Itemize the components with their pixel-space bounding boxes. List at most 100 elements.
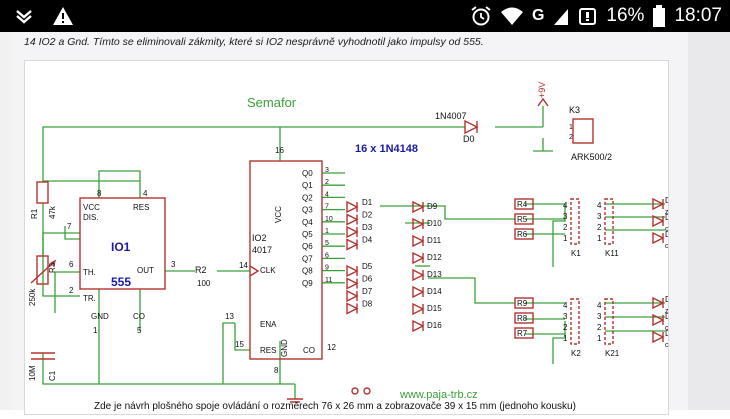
connector-pin-num: 3 xyxy=(597,212,602,221)
r3-wiper xyxy=(30,259,57,284)
connector-pin-num: 1 xyxy=(597,334,602,343)
ic2-output-label: Q8 xyxy=(302,267,313,276)
ic1-pin-dis: DIS. xyxy=(83,213,99,222)
diode-left-D6-symbol xyxy=(346,277,359,290)
ic2-name: IO2 xyxy=(252,233,267,243)
ic2-pin-ena: ENA xyxy=(260,320,277,329)
resistor-label: R8 xyxy=(517,314,528,323)
ic2-pin-clk: CLK xyxy=(260,266,276,275)
ic1-pin-res: RES xyxy=(133,203,149,212)
d0-name: D0 xyxy=(463,134,475,144)
diode-left-label: D6 xyxy=(362,275,373,284)
diode-right-label: D12 xyxy=(427,253,442,262)
chevron-down-icon[interactable] xyxy=(14,6,34,26)
website-label: www.paja-trb.cz xyxy=(399,389,478,401)
connector-pin-num: 2 xyxy=(563,323,568,332)
diode-right-label: D9 xyxy=(427,202,438,211)
intro-text: 14 IO2 a Gnd. Tímto se eliminovali zákmi… xyxy=(24,36,484,48)
diode-right-D9-symbol xyxy=(412,200,425,214)
diode-left-D4-symbol xyxy=(346,238,359,251)
ic1-pin-num: 2 xyxy=(69,286,74,295)
diode-right-D12-symbol xyxy=(412,251,425,265)
diode-right-label: D14 xyxy=(427,287,442,296)
resistor-R8 xyxy=(514,312,534,324)
connector-label: K2 xyxy=(571,349,581,358)
warning-icon[interactable] xyxy=(52,6,74,26)
diode-left-D3-symbol xyxy=(346,225,359,239)
r2-name: R2 xyxy=(195,265,207,275)
diode-right-label: D15 xyxy=(427,304,442,313)
r1-body xyxy=(36,181,49,204)
notification-icon xyxy=(579,8,597,25)
c1-value: 10M xyxy=(28,365,37,381)
ic1-pin-num: 7 xyxy=(67,222,72,231)
ic1-pin-th: TH. xyxy=(83,268,96,277)
led-D19 xyxy=(652,231,665,245)
k3-name: K3 xyxy=(569,105,580,115)
r1-value: 47k xyxy=(48,205,57,219)
r3-name: R3 xyxy=(48,262,57,273)
resistor-R7 xyxy=(514,327,534,339)
connector-pin-num: 1 xyxy=(563,334,568,343)
ic2-pin-num: 14 xyxy=(239,261,248,270)
diode-right-D11-symbol xyxy=(412,234,425,248)
diode-right-D14-symbol xyxy=(412,285,425,299)
connector-k1 xyxy=(570,198,580,245)
ic1-type: 555 xyxy=(111,275,131,289)
clock: 18:07 xyxy=(674,5,722,26)
connector-pin-num: 1 xyxy=(597,234,602,243)
r3-value: 250k xyxy=(28,288,37,306)
diode-left-label: D5 xyxy=(362,262,373,271)
ic2-output-label: Q5 xyxy=(302,230,313,239)
diode-right-label: D10 xyxy=(427,219,442,228)
logo-dot xyxy=(363,387,371,395)
ic2-output-label: Q1 xyxy=(302,181,313,190)
ic1-pin-num: 3 xyxy=(171,260,176,269)
ic2-type: 4017 xyxy=(252,245,272,255)
connector-pin-num: 2 xyxy=(597,223,602,232)
r3-body xyxy=(36,255,49,285)
ic1-pin-vcc: VCC xyxy=(83,203,100,212)
diode-right-D10-symbol xyxy=(412,217,425,231)
ic2-output-label: Q3 xyxy=(302,206,313,215)
battery-icon xyxy=(653,5,666,27)
ic2-output-pin-num: 7 xyxy=(325,204,329,211)
ic2-body xyxy=(249,160,323,360)
ic2-output-pin-num: 10 xyxy=(325,216,333,223)
resistor-R5 xyxy=(514,213,534,225)
resistor-label: R7 xyxy=(517,329,528,338)
ic2-pin-res: RES xyxy=(260,346,276,355)
d0-body xyxy=(464,119,479,135)
ic2-pin-num: 12 xyxy=(327,343,336,352)
ic1-pin-co: CO xyxy=(133,312,145,321)
connector-k2 xyxy=(570,298,580,345)
diode-right-label: D13 xyxy=(427,270,442,279)
ic1-pin-tr: TR. xyxy=(83,294,96,303)
diode-left-label: D3 xyxy=(362,223,373,232)
diode-left-D2-symbol xyxy=(346,213,359,226)
page-margin xyxy=(688,32,730,410)
diode-right-D16-symbol xyxy=(412,319,425,333)
k3-pin-num: 2 xyxy=(569,134,573,141)
schematic-title: Semafor xyxy=(247,95,297,110)
diode-right-D15-symbol xyxy=(412,302,425,316)
k3-body xyxy=(572,118,594,144)
diode-left-label: D2 xyxy=(362,211,373,220)
ic2-output-pin-num: 2 xyxy=(325,179,329,186)
connector-pin-num: 4 xyxy=(563,201,568,210)
d0-type: 1N4007 xyxy=(435,111,467,121)
ic1-pin-num: 5 xyxy=(137,326,142,335)
resistor-label: R6 xyxy=(517,230,528,239)
ic1-pin-num: 1 xyxy=(93,326,98,335)
ic1-pin-out: OUT xyxy=(137,266,154,275)
connector-pin-num: 4 xyxy=(597,201,602,210)
connector-pin-num: 1 xyxy=(563,234,568,243)
connector-pin-num: 2 xyxy=(597,323,602,332)
ic2-output-label: Q9 xyxy=(302,279,313,288)
diode-left-D5-symbol xyxy=(346,264,359,278)
network-type: G xyxy=(531,7,545,24)
connector-pin-num: 4 xyxy=(563,301,568,310)
led-D21 xyxy=(652,313,665,327)
connector-label: K1 xyxy=(571,249,581,258)
